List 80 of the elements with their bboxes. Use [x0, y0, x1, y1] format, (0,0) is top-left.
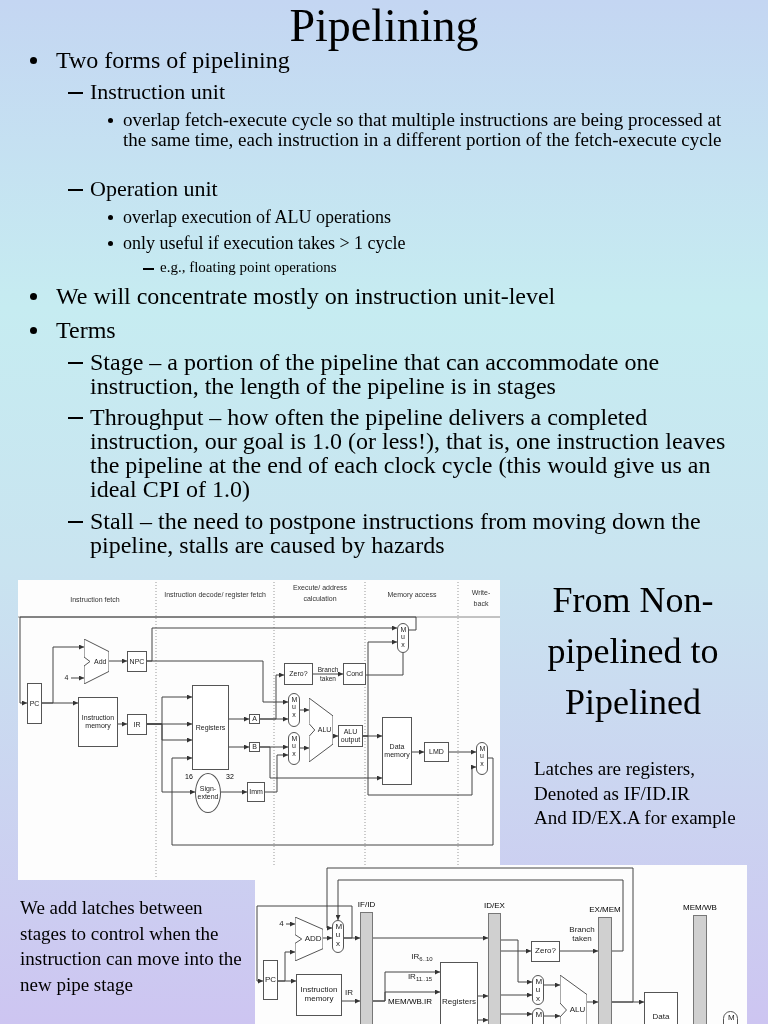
connector-arrow — [448, 749, 477, 755]
connector-arrow — [146, 660, 289, 705]
bullet-text: Two forms of pipelining — [56, 47, 290, 73]
bullet-text: e.g., floating point operations — [160, 259, 338, 276]
connector-arrow — [146, 723, 196, 795]
bullet-text: Stall – the need to postpone instructions from moving down the pipeline, stalls are caused by hazards — [90, 509, 702, 557]
bullet-text: Terms — [56, 317, 117, 343]
comparator-box: Zero? — [531, 941, 560, 962]
signal-label: MEM/WB.IR — [388, 996, 433, 1008]
connector-arrow — [299, 745, 310, 751]
mux-symbol: M — [532, 1008, 544, 1024]
connector-arrow — [372, 989, 441, 1002]
memory-block: Data — [644, 992, 678, 1024]
connector-arrow — [372, 935, 489, 941]
register-box: PC — [263, 960, 278, 1000]
edge-label: IR$_{6..10}$ — [410, 952, 434, 962]
connector-arrow — [108, 658, 128, 664]
bullet-text: only useful if execution takes > 1 cycle — [123, 233, 407, 253]
connector-arrow — [500, 948, 532, 954]
note-text: Denoted as IF/ID.IR — [534, 782, 691, 806]
connector-arrow — [285, 921, 296, 927]
connector-arrow — [264, 752, 289, 793]
bullet-text: Throughput – how often the pipeline delivers a completed instruction, our goal is 1.0 (or less!), that is, one instruction leaves the pipeline at the end of each clock cycle (this would give us an ideal CPI of 1.0) — [90, 405, 726, 501]
connector-arrow — [559, 948, 599, 954]
connector-arrow — [70, 675, 85, 681]
slide-title: Pipelining — [288, 0, 480, 52]
connector-arrow — [500, 1011, 533, 1017]
stage-label: EX/MEM — [589, 905, 621, 916]
register-file-block: Registers — [440, 962, 478, 1024]
connector-arrow — [543, 1013, 561, 1019]
bullet-text: We will concentrate mostly on instruction unit-level — [56, 283, 557, 309]
bullet-text: Stage – a portion of the pipeline that can accommodate one instruction, the length of the pipeline is in stages — [90, 350, 661, 398]
note-text: Latches are registers, — [534, 757, 696, 781]
connector-arrow — [19, 616, 417, 706]
connector-arrow — [220, 789, 248, 795]
connector-arrow — [256, 905, 353, 984]
stage-label: IF/ID — [357, 900, 376, 911]
connector-arrow — [326, 867, 634, 1003]
connector-arrow — [365, 652, 404, 676]
connector-arrow — [228, 744, 250, 750]
connector-arrow — [477, 1017, 489, 1023]
connector-arrow — [322, 935, 333, 941]
connector-arrow — [259, 746, 383, 781]
note-text: We add latches between stages to control when the instruction can move into the new pipe stage — [20, 896, 243, 998]
connector-arrow — [341, 998, 361, 1004]
connector-arrow — [335, 879, 624, 952]
bullet-text: Operation unit — [90, 177, 219, 201]
bullet-text: Instruction unit — [90, 80, 227, 104]
alu-symbol: ALU — [560, 975, 587, 1024]
bullet-text: overlap fetch-execute cycle so that multiple instructions are being processed at the same time, each instruction in a different portion of the fetch-execute cycle — [123, 110, 723, 150]
connector-arrow — [259, 672, 285, 720]
connector-arrow — [611, 999, 645, 1005]
connector-arrow — [299, 707, 310, 713]
connector-arrow — [500, 939, 533, 985]
connector-arrow — [277, 978, 297, 984]
connector-arrow — [312, 671, 344, 677]
connector-arrow — [586, 999, 599, 1005]
note-text: And ID/EX.A for example — [534, 806, 737, 830]
slide-heading: From Non-pipelined to Pipelined — [546, 579, 720, 724]
connector-arrow — [117, 721, 128, 727]
connector-arrow — [41, 700, 79, 706]
mux-symbol: Mux — [532, 975, 544, 1005]
stage-label: MEM/WB — [683, 903, 717, 914]
edge-label: IR$_{11..15}$ — [406, 972, 434, 982]
adder-symbol: ADD — [295, 917, 323, 961]
stage-label: ID/EX — [484, 901, 505, 912]
edge-label: Branch taken — [568, 925, 596, 944]
memory-block: Instruction memory — [296, 974, 342, 1016]
mux-symbol: Mux — [332, 920, 344, 953]
connector-arrow — [411, 749, 425, 755]
connector-arrow — [228, 716, 250, 722]
connector-arrow — [171, 755, 494, 846]
connector-arrow — [500, 992, 533, 998]
input-label: 4 — [277, 918, 286, 930]
bullet-text: overlap execution of ALU operations — [123, 207, 392, 227]
connector-arrow — [543, 982, 561, 988]
connector-arrow — [362, 735, 477, 796]
edge-label: IR — [344, 988, 354, 998]
connector-arrow — [477, 993, 489, 999]
connector-arrow — [332, 733, 339, 739]
